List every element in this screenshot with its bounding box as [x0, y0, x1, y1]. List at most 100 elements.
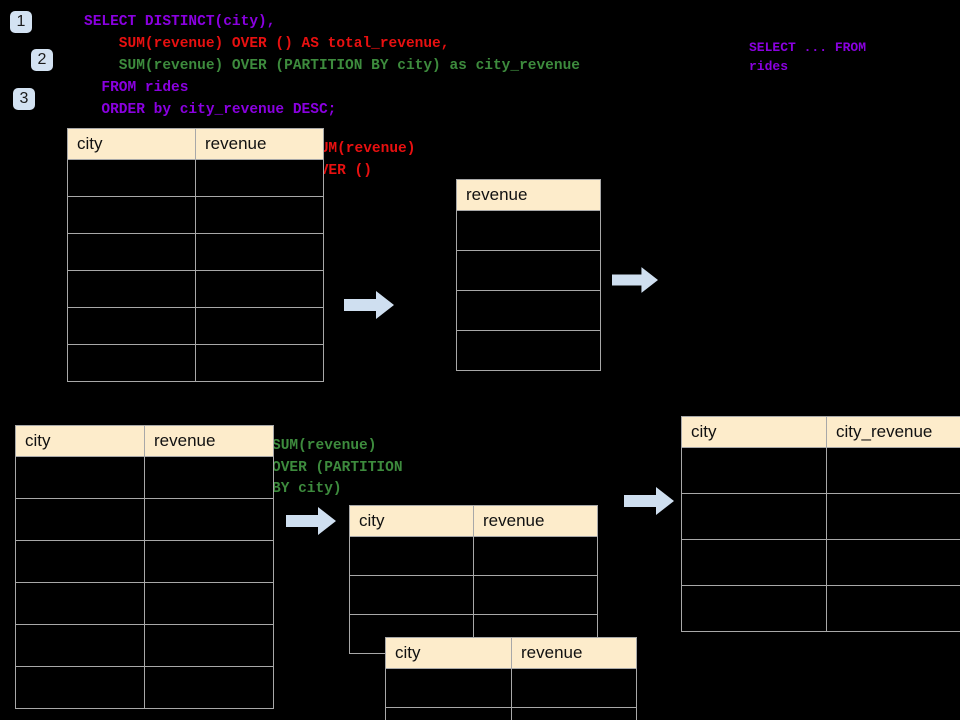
sql-line-from: FROM rides: [84, 80, 189, 96]
table-cell: [144, 666, 274, 709]
table-cell: [144, 582, 274, 625]
table-row: [456, 250, 601, 291]
table-row: [456, 290, 601, 331]
sql-line-select-distinct: SELECT DISTINCT(city),: [84, 14, 276, 30]
table-cell: [511, 707, 637, 720]
table-row: [15, 540, 274, 583]
table-cell: [15, 498, 145, 541]
table-cell: [15, 666, 145, 709]
table-cell: [681, 585, 827, 632]
sql-line-sum-over-empty: SUM(revenue) OVER () AS total_revenue,: [84, 36, 450, 52]
column-header-city-revenue: city_revenue: [826, 416, 960, 448]
table-cell: [144, 624, 274, 667]
annotation-sum-over-empty: SUM(revenue) OVER (): [311, 141, 416, 179]
annotation-select-from-rides: SELECT ... FROM rides: [749, 40, 867, 74]
sql-line-order-by: ORDER by city_revenue DESC;: [84, 102, 337, 118]
column-header-revenue: revenue: [456, 179, 601, 211]
table-cell: [195, 159, 324, 197]
sql-line-sum-over-partition: SUM(revenue) OVER (PARTITION BY city) as…: [84, 58, 580, 74]
arrow-source-to-partition: [286, 507, 336, 540]
table-cell: [15, 456, 145, 499]
column-header-revenue: revenue: [195, 128, 324, 160]
table-cell: [385, 707, 512, 720]
table-row: [67, 196, 324, 234]
table-cell: [144, 456, 274, 499]
arrow-right-icon: [624, 487, 674, 515]
table-cell: [473, 575, 598, 615]
table-header-row: city city_revenue: [681, 416, 960, 448]
table-cell: [456, 210, 601, 251]
table-header-row: revenue: [456, 179, 601, 211]
step-badge-1: 1: [10, 11, 32, 33]
table-row: [385, 668, 637, 708]
table-row: [15, 498, 274, 541]
table-cell: [67, 196, 196, 234]
table-cell: [349, 536, 474, 576]
table-cell: [681, 539, 827, 586]
rides-source-table-top: city revenue: [67, 128, 324, 382]
table-cell: [349, 575, 474, 615]
table-cell: [681, 447, 827, 494]
table-cell: [456, 330, 601, 371]
table-cell: [456, 250, 601, 291]
column-header-revenue: revenue: [473, 505, 598, 537]
arrow-total-to-right: [612, 266, 658, 299]
partition-group-table-front: city revenue: [385, 637, 637, 720]
column-header-city: city: [15, 425, 145, 457]
table-cell: [456, 290, 601, 331]
table-row: [15, 624, 274, 667]
column-header-city: city: [385, 637, 512, 669]
partition-group-table-back: city revenue: [349, 505, 598, 654]
table-cell: [67, 159, 196, 197]
table-cell: [681, 493, 827, 540]
table-row: [67, 270, 324, 308]
table-header-row: city revenue: [385, 637, 637, 669]
table-row: [67, 307, 324, 345]
table-cell: [15, 624, 145, 667]
table-row: [681, 585, 960, 632]
table-row: [456, 330, 601, 371]
column-header-revenue: revenue: [144, 425, 274, 457]
table-row: [67, 344, 324, 382]
city-revenue-result-table: city city_revenue: [681, 416, 960, 632]
table-cell: [195, 344, 324, 382]
table-cell: [385, 668, 512, 708]
table-cell: [826, 585, 960, 632]
column-header-city: city: [349, 505, 474, 537]
table-row: [349, 536, 598, 576]
table-row: [15, 666, 274, 709]
table-cell: [144, 540, 274, 583]
table-cell: [67, 270, 196, 308]
table-row: [681, 493, 960, 540]
rides-source-table-bottom: city revenue: [15, 425, 274, 709]
table-row: [15, 456, 274, 499]
table-row: [67, 233, 324, 271]
table-cell: [15, 540, 145, 583]
arrow-source-to-total: [344, 291, 394, 324]
arrow-right-icon: [344, 291, 394, 319]
column-header-city: city: [681, 416, 827, 448]
table-cell: [473, 536, 598, 576]
table-cell: [826, 493, 960, 540]
table-cell: [195, 307, 324, 345]
annotation-sum-over-partition: SUM(revenue) OVER (PARTITION BY city): [272, 438, 403, 497]
arrow-partition-to-result: [624, 487, 674, 520]
table-cell: [67, 344, 196, 382]
table-cell: [511, 668, 637, 708]
table-cell: [826, 539, 960, 586]
table-row: [349, 575, 598, 615]
total-revenue-table: revenue: [456, 179, 601, 371]
column-header-revenue: revenue: [511, 637, 637, 669]
table-row: [15, 582, 274, 625]
table-cell: [144, 498, 274, 541]
step-badge-2: 2: [31, 49, 53, 71]
table-cell: [15, 582, 145, 625]
table-cell: [195, 233, 324, 271]
table-cell: [67, 307, 196, 345]
column-header-city: city: [67, 128, 196, 160]
table-cell: [195, 196, 324, 234]
table-cell: [826, 447, 960, 494]
table-row: [385, 707, 637, 720]
arrow-right-icon: [286, 507, 336, 535]
